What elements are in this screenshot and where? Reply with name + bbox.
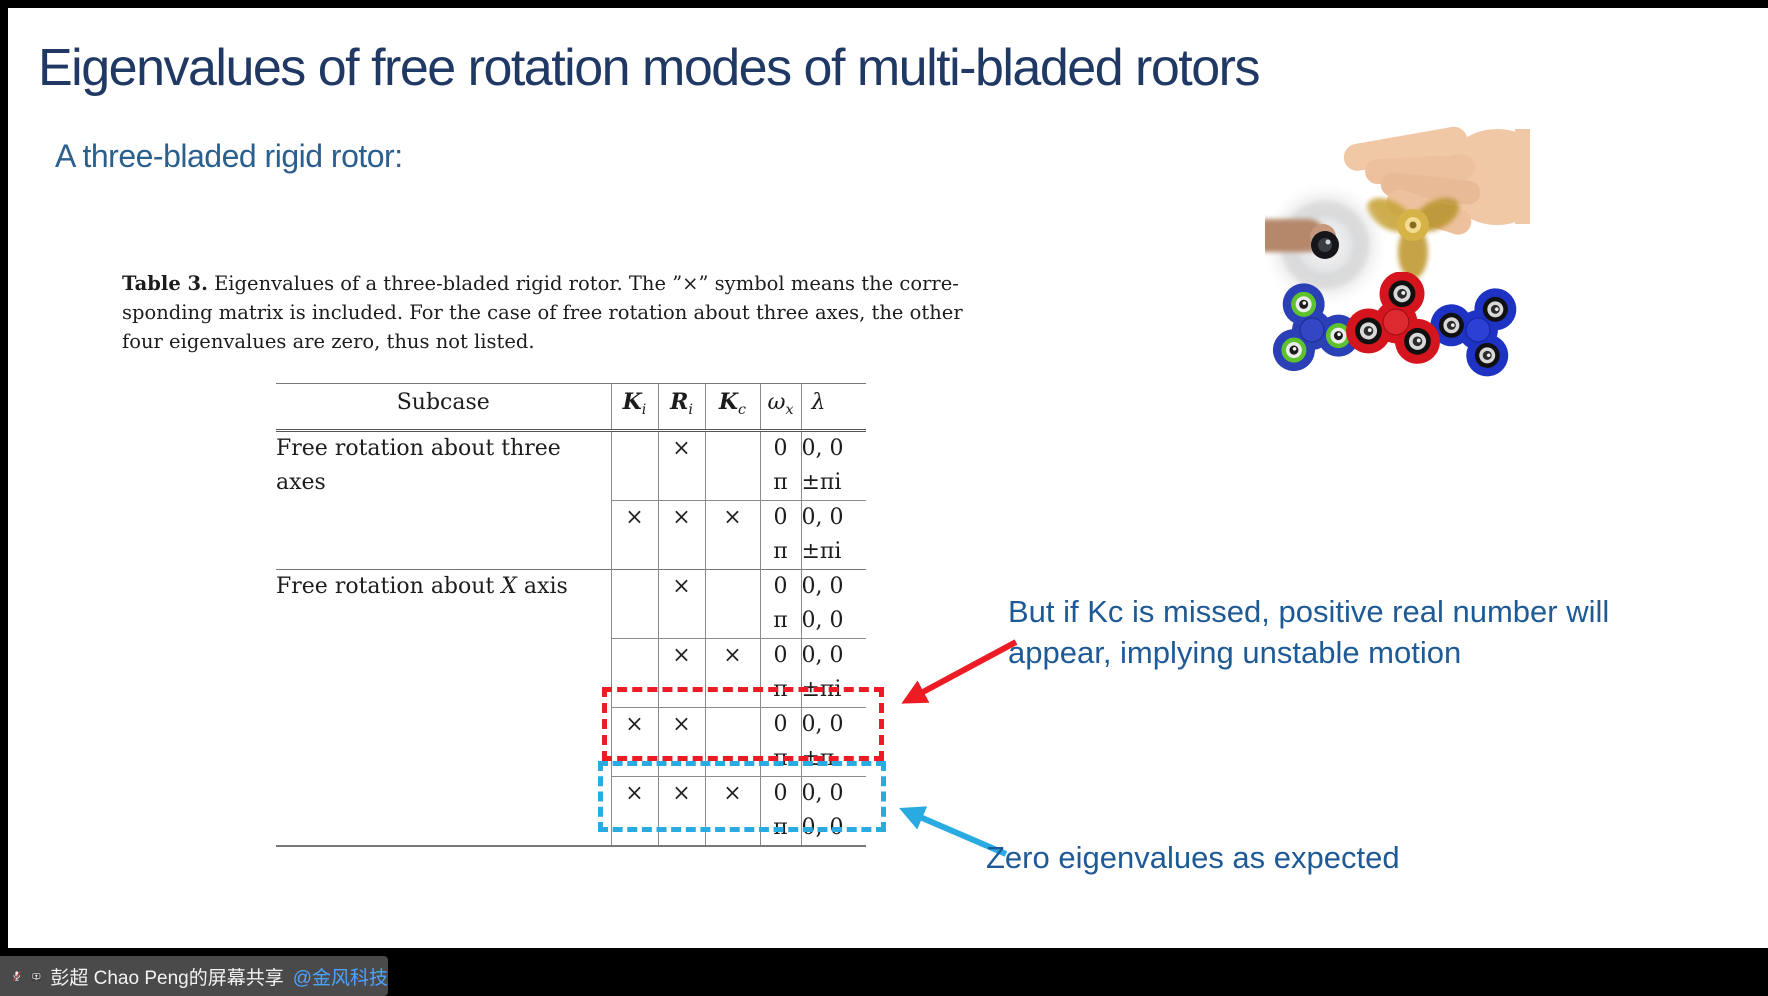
blue-green-spinner [1272, 283, 1360, 372]
subcase-x-axis: Free rotation about X axis [276, 569, 611, 846]
blue-black-spinner [1430, 288, 1517, 377]
screen-share-toolbar: 彭超 Chao Peng的屏幕共享 @金风科技 [0, 956, 388, 996]
spinning-spinner-blur [1265, 193, 1377, 297]
table-row: × × × 0 0, 0 [276, 500, 866, 570]
eigenvalue-table: Subcase Ki Ri Kc ωx λ Free rotation abou… [276, 383, 866, 847]
col-header-subcase: Subcase [276, 383, 611, 432]
table-row-blue-highlight: × × × 0 0, 0 [276, 776, 866, 846]
table-row: Free rotation about X axis × 0 0, 0 [276, 569, 866, 846]
presentation-slide: Eigenvalues of free rotation modes of mu… [8, 8, 1768, 948]
zero-eigenvalues-note: Zero eigenvalues as expected [986, 840, 1400, 875]
fidget-spinner-hand-image [1265, 126, 1530, 297]
col-header-ri: Ri [657, 383, 705, 432]
col-header-omega-x: ωx [759, 383, 801, 432]
microphone-muted-icon [12, 971, 21, 981]
red-dashed-highlight-box [602, 687, 884, 761]
table-row: Free rotation about three axes × 0 0, 0 [276, 430, 866, 501]
caption-line-2: sponding matrix is included. For the cas… [122, 301, 963, 324]
table-row: π 0, 0 [276, 604, 866, 639]
col-header-kc: Kc [704, 383, 760, 432]
caption-line-3: four eigenvalues are zero, thus not list… [122, 330, 535, 353]
mention-link[interactable]: @金风科技 [292, 967, 388, 989]
table-header-row: Subcase Ki Ri Kc ωx λ [276, 383, 866, 432]
fidget-spinners-image [1272, 272, 1517, 377]
gold-spinner [1366, 197, 1460, 279]
screen-share-icon [30, 971, 42, 981]
table-caption: Table 3. Eigenvalues of a three-bladed r… [122, 269, 963, 356]
page-title: Eigenvalues of free rotation modes of mu… [38, 39, 1260, 97]
col-header-ki: Ki [610, 383, 658, 432]
caption-label: Table 3. [122, 272, 208, 295]
blue-dashed-highlight-box [598, 761, 886, 832]
unstable-motion-note: But if Kc is missed, positive real numbe… [1008, 594, 1610, 670]
screen-share-label: 彭超 Chao Peng的屏幕共享 [50, 967, 284, 989]
red-spinner [1346, 272, 1440, 364]
subcase-three-axes: Free rotation about three axes [276, 436, 561, 495]
col-header-lambda: λ [800, 383, 866, 432]
table-row: π ±πi [276, 535, 866, 570]
slide-subtitle: A three-bladed rigid rotor: [55, 138, 403, 174]
caption-line-1: Table 3. Eigenvalues of a three-bladed r… [122, 272, 959, 295]
table-row: × × 0 0, 0 [276, 638, 866, 708]
table-row: π ±πi [276, 466, 866, 501]
red-arrow [901, 639, 1018, 704]
